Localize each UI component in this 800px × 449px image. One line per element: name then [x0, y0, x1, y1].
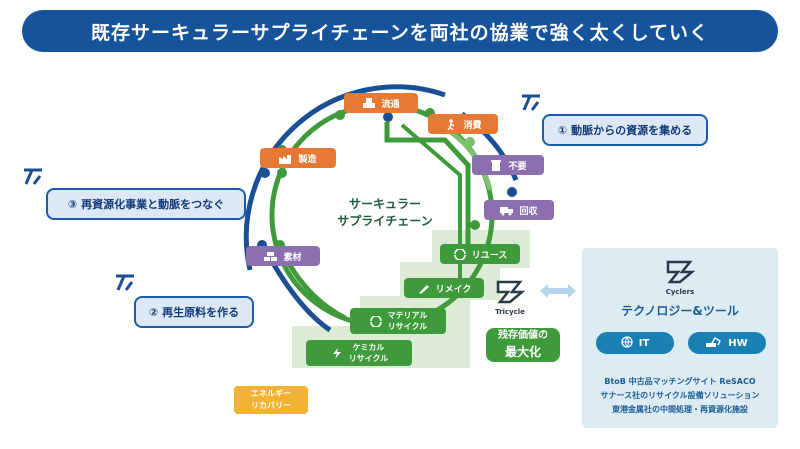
- callout-2: ② 再生原料を作る: [134, 296, 254, 328]
- excavator-icon: [706, 336, 722, 351]
- tool-line-3: 東港金属社の中間処理・再資源化施設: [612, 405, 748, 414]
- dot: [260, 168, 270, 178]
- energy-line1: エネルギー: [251, 389, 291, 398]
- tricycle-mark-icon: [496, 280, 526, 304]
- node-seizo-label: 製造: [298, 154, 317, 165]
- step-remake: リメイク: [404, 278, 484, 298]
- step-chemical-line2: リサイクル: [348, 354, 389, 363]
- energy-line2: リカバリー: [251, 401, 291, 410]
- flow-line-1: [384, 122, 471, 255]
- brush-icon: [417, 283, 431, 294]
- center-line1: サーキュラー: [348, 197, 421, 211]
- node-ryutsu-label: 流通: [381, 99, 400, 110]
- double-arrow: [540, 284, 576, 298]
- recycle-bin-icon: [489, 159, 503, 171]
- node-kaishu-label: 回収: [519, 206, 538, 217]
- step-material-line2: リサイクル: [387, 322, 428, 331]
- brand-mark-icon: [522, 94, 540, 111]
- cyclers-label: Cyclers: [665, 288, 695, 296]
- walking-person-icon: [444, 118, 458, 130]
- it-button[interactable]: IT: [596, 332, 674, 354]
- tricycle-logo: Tricycle: [490, 278, 530, 318]
- lightning-icon: [330, 347, 344, 359]
- reuse-arrows-icon: [453, 247, 467, 261]
- dot: [277, 168, 287, 178]
- ingots-icon: [264, 251, 278, 262]
- dot: [383, 112, 393, 122]
- residual-value-line1: 残存価値の: [498, 330, 548, 341]
- node-shohi-label: 消費: [463, 120, 482, 131]
- globe-icon: [621, 335, 633, 351]
- boxes-icon: [362, 97, 376, 109]
- step-remake-label: リメイク: [435, 284, 472, 295]
- callout-1: ① 動脈からの資源を集める: [542, 114, 708, 146]
- tool-line-2: サナース社のリサイクル設備ソリューション: [600, 391, 760, 400]
- step-reuse: リユース: [440, 244, 520, 264]
- node-fuyou: 不要: [472, 155, 544, 175]
- residual-value-line2: 最大化: [504, 345, 541, 359]
- tricycle-label: Tricycle: [495, 308, 525, 316]
- step-material-recycle: マテリアル リサイクル: [350, 308, 446, 334]
- callout-3: ③ 再資源化事業と動脈をつなぐ: [46, 188, 246, 220]
- step-reuse-label: リユース: [471, 250, 508, 261]
- node-shohi: 消費: [428, 114, 498, 134]
- tools-heading: テクノロジー&ツール: [621, 304, 739, 318]
- node-seizo: 製造: [260, 148, 336, 168]
- node-ryutsu: 流通: [344, 93, 418, 113]
- flow-line-3: [267, 256, 332, 333]
- step-chemical-recycle: ケミカル リサイクル: [306, 340, 412, 366]
- node-sozai-label: 素材: [283, 252, 302, 263]
- truck-icon: [500, 205, 514, 216]
- technology-tools-panel: Cyclers テクノロジー&ツール IT HW BtoB 中古品マッチングサイ…: [582, 248, 778, 428]
- brand-mark-icon: [116, 274, 134, 291]
- dot: [335, 110, 345, 120]
- dot: [507, 187, 517, 197]
- cyclers-mark-icon: [666, 260, 696, 284]
- step-chemical-line1: ケミカル: [352, 343, 385, 352]
- it-label: IT: [638, 337, 650, 349]
- dot: [470, 220, 480, 230]
- step-material-line1: マテリアル: [387, 311, 428, 320]
- hw-label: HW: [728, 337, 748, 349]
- cycle-icon: [369, 314, 383, 328]
- dot: [465, 137, 475, 147]
- factory-icon: [279, 153, 293, 164]
- brand-mark-icon: [24, 168, 42, 185]
- energy-recovery-badge: エネルギー リカバリー: [234, 386, 308, 414]
- tool-line-1: BtoB 中古品マッチングサイト ReSACO: [604, 377, 756, 386]
- hw-button[interactable]: HW: [688, 332, 766, 354]
- flow-line-4: [285, 260, 347, 321]
- residual-value-badge: 残存価値の 最大化: [486, 328, 560, 362]
- node-sozai: 素材: [246, 246, 320, 266]
- cyclers-logo: Cyclers: [662, 258, 698, 296]
- center-label: サーキュラー サプライチェーン: [330, 196, 440, 230]
- center-line2: サプライチェーン: [337, 214, 433, 228]
- page-title: 既存サーキュラーサプライチェーンを両社の協業で強く太くしていく: [22, 10, 778, 52]
- node-fuyou-label: 不要: [508, 161, 527, 172]
- node-kaishu: 回収: [484, 200, 554, 220]
- outer-arc: [243, 84, 446, 271]
